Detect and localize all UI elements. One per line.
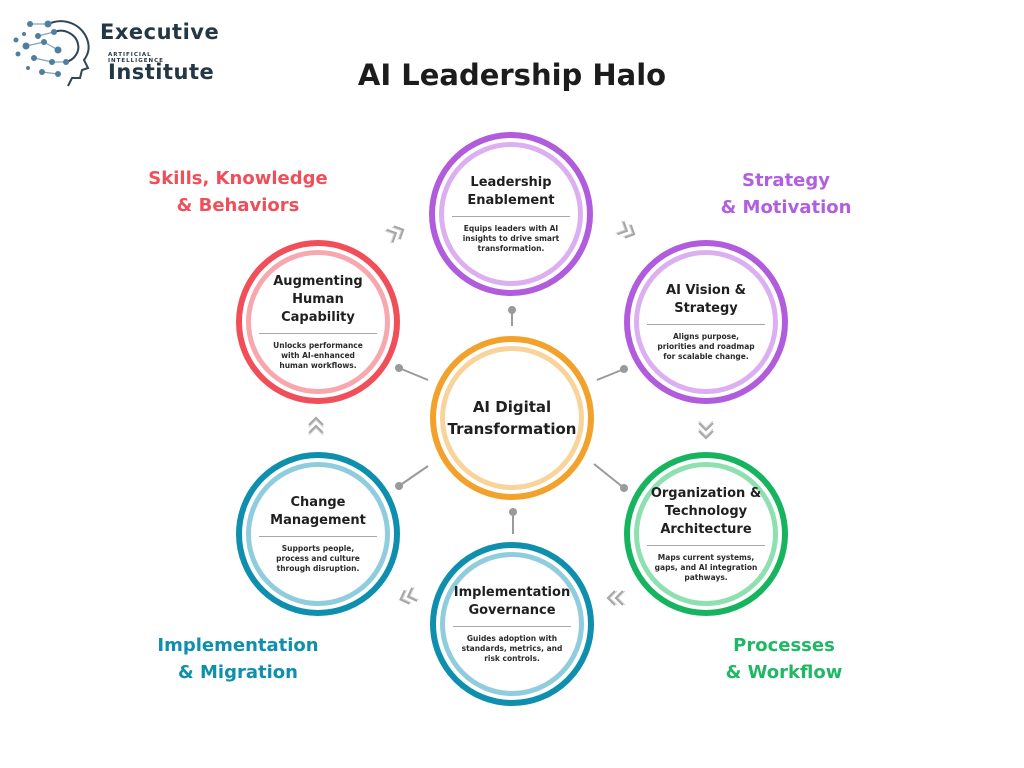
category-line2: & Behaviors	[176, 195, 300, 216]
connector-bottom-right-line	[593, 463, 625, 489]
connector-bottom-left-dot	[395, 482, 403, 490]
node-implementation-governance: Implementation Governance Guides adoptio…	[430, 542, 594, 706]
node-inner-ring: Organization & Technology Architecture M…	[634, 462, 778, 606]
chevron-arrow-left-icon	[308, 416, 324, 436]
brand-name-line2: Institute	[108, 60, 215, 84]
category-skills-knowledge-behaviors: Skills, Knowledge & Behaviors	[128, 165, 348, 219]
center-node-ai-digital-transformation: AI Digital Transformation	[430, 336, 594, 500]
category-line1: Implementation	[157, 635, 319, 656]
category-line1: Skills, Knowledge	[148, 168, 328, 189]
category-line1: Strategy	[741, 170, 831, 191]
node-leadership-enablement: Leadership Enablement Equips leaders wit…	[429, 132, 593, 296]
category-line1: Processes	[733, 635, 835, 656]
connector-lines	[395, 306, 628, 534]
logo: Executive ARTIFICIAL INTELLIGENCE Instit…	[8, 10, 219, 90]
connector-top-right-line	[596, 368, 625, 381]
category-strategy-motivation: Strategy & Motivation	[676, 167, 896, 221]
node-title: Organization & Technology Architecture	[647, 485, 765, 546]
node-augmenting-human-capability: Augmenting Human Capability Unlocks perf…	[236, 240, 400, 404]
node-description: Aligns purpose, priorities and roadmap f…	[657, 332, 755, 361]
page-title: AI Leadership Halo	[357, 58, 667, 92]
node-title: Leadership Enablement	[452, 174, 570, 217]
flow-chevrons	[308, 220, 714, 606]
center-node-inner-ring: AI Digital Transformation	[440, 346, 584, 490]
node-description: Equips leaders with AI insights to drive…	[462, 224, 560, 253]
chevron-arrow-top-right-icon	[615, 220, 636, 239]
node-organization-technology-architecture: Organization & Technology Architecture M…	[624, 452, 788, 616]
category-line2: & Motivation	[720, 197, 852, 218]
connector-top-dot	[508, 306, 516, 314]
center-node-title: AI Digital Transformation	[447, 398, 577, 438]
chevron-arrow-bottom-left-icon	[399, 586, 420, 605]
brand-name-line1: Executive	[100, 20, 220, 44]
chevron-arrow-right-icon	[698, 420, 714, 440]
category-line2: & Workflow	[725, 662, 843, 683]
connector-top-left-dot	[395, 364, 403, 372]
node-description: Guides adoption with standards, metrics,…	[461, 634, 563, 663]
node-change-management: Change Management Supports people, proce…	[236, 452, 400, 616]
category-processes-workflow: Processes & Workflow	[674, 632, 894, 686]
category-line2: & Migration	[178, 662, 298, 683]
node-ai-vision-strategy: AI Vision & Strategy Aligns purpose, pri…	[624, 240, 788, 404]
chevron-arrow-top-left-icon	[384, 225, 405, 244]
connector-bottom-left-line	[398, 465, 429, 487]
node-inner-ring: AI Vision & Strategy Aligns purpose, pri…	[634, 250, 778, 394]
connector-bottom-right-dot	[620, 484, 628, 492]
brain-network-icon	[13, 20, 90, 87]
node-description: Maps current systems, gaps, and AI integ…	[654, 553, 758, 582]
node-description: Unlocks performance with AI-enhanced hum…	[273, 341, 363, 370]
chevron-arrow-bottom-right-icon	[606, 590, 626, 606]
node-title: Implementation Governance	[453, 584, 571, 627]
node-inner-ring: Implementation Governance Guides adoptio…	[440, 552, 584, 696]
node-title: Change Management	[259, 494, 377, 537]
node-title: AI Vision & Strategy	[647, 282, 765, 325]
node-title: Augmenting Human Capability	[259, 273, 377, 334]
node-inner-ring: Augmenting Human Capability Unlocks perf…	[246, 250, 390, 394]
brand-tagline: ARTIFICIAL INTELLIGENCE	[108, 52, 164, 64]
node-description: Supports people, process and culture thr…	[276, 544, 360, 573]
connector-top-right-dot	[620, 365, 628, 373]
node-inner-ring: Change Management Supports people, proce…	[246, 462, 390, 606]
connector-bottom-dot	[509, 508, 517, 516]
node-inner-ring: Leadership Enablement Equips leaders wit…	[439, 142, 583, 286]
connector-top-left-line	[398, 367, 429, 381]
category-implementation-migration: Implementation & Migration	[128, 632, 348, 686]
